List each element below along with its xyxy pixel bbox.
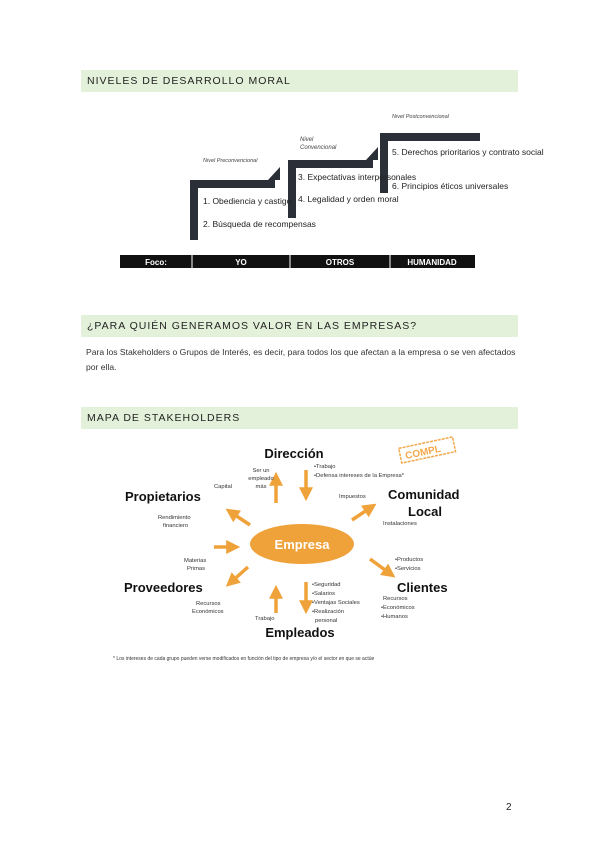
section-header-para-quien: ¿PARA QUIÉN GENERAMOS VALOR EN LAS EMPRE…	[81, 315, 518, 337]
level-label-conv-2: Convencional	[300, 145, 337, 151]
section-title: NIVELES DE DESARROLLO MORAL	[87, 75, 291, 87]
label-empleados-5: personal	[315, 618, 337, 624]
step-item-1: 1. Obediencia y castigo	[203, 196, 292, 206]
step-item-4: 4. Legalidad y orden moral	[298, 194, 399, 204]
label-materias-1: Materias	[184, 558, 206, 564]
label-ser-empleado-2: empleado	[248, 476, 273, 482]
arrow-propietarios	[225, 508, 251, 527]
stair-step-3	[380, 133, 480, 193]
arrows	[214, 470, 396, 615]
label-productos-2: •Servicios	[395, 566, 421, 572]
label-empleados-3: •Ventajas Sociales	[312, 600, 360, 606]
label-productos-1: •Productos	[395, 557, 423, 563]
label-rendimiento-2: financiero	[163, 523, 188, 529]
compliance-stamp-icon: COMPL	[397, 436, 457, 464]
label-ser-empleado-1: Ser un	[252, 468, 269, 474]
empresa-label: Empresa	[275, 537, 331, 552]
stair-step-2	[288, 147, 378, 218]
empresa-node	[250, 524, 354, 564]
label-ser-empleado-3: más	[256, 484, 267, 490]
node-proveedores: Proveedores	[124, 580, 203, 595]
label-impuestos: Impuestos	[339, 494, 366, 500]
focus-yo: YO	[235, 258, 247, 267]
stakeholders-paragraph: Para los Stakeholders o Grupos de Interé…	[86, 347, 516, 372]
label-trabajo-bottom: Trabajo	[255, 616, 274, 622]
label-recursos-cli-3: •Humanos	[381, 614, 408, 620]
label-recursos-eco-2: Económicos	[192, 609, 224, 615]
map-footnote: * Los intereses de cada grupo pueden ver…	[113, 656, 374, 662]
section-header-mapa: MAPA DE STAKEHOLDERS	[81, 407, 518, 429]
node-empleados: Empleados	[265, 625, 334, 640]
label-empleados-4: •Realización	[312, 609, 344, 615]
label-empleados-2: •Salarios	[312, 591, 335, 597]
focus-otros: OTROS	[326, 258, 355, 267]
node-propietarios: Propietarios	[125, 489, 201, 504]
label-materias-2: Primas	[187, 566, 205, 572]
node-comunidad-2: Local	[408, 504, 442, 519]
level-label-post: Nivel Postconvencional	[392, 114, 450, 120]
node-comunidad-1: Comunidad	[388, 487, 460, 502]
section-title: MAPA DE STAKEHOLDERS	[87, 412, 241, 424]
stakeholder-map: COMPL Empresa Dirección Propietarios Com…	[113, 436, 460, 662]
focus-label: Foco:	[145, 258, 167, 267]
label-instalaciones: Instalaciones	[383, 521, 417, 527]
step-item-3: 3. Expectativas interpersonales	[298, 172, 416, 182]
focus-humanidad: HUMANIDAD	[407, 258, 457, 267]
svg-text:COMPL: COMPL	[404, 444, 442, 462]
label-capital: Capital	[214, 484, 232, 490]
step-item-6: 6. Principios éticos universales	[392, 181, 508, 191]
stair-step-1	[190, 167, 280, 240]
arrow-proveedores-out	[225, 565, 250, 587]
node-clientes: Clientes	[397, 580, 448, 595]
label-recursos-eco-1: Recursos	[196, 601, 221, 607]
level-label-pre: Nivel Preconvencional	[203, 158, 258, 164]
step-item-2: 2. Búsqueda de recompensas	[203, 219, 316, 229]
section-header-moral: NIVELES DE DESARROLLO MORAL	[81, 70, 518, 92]
arrow-comunidad	[351, 503, 377, 522]
label-empleados-1: •Seguridad	[312, 582, 340, 588]
arrow-clientes	[368, 557, 396, 578]
page-number: 2	[506, 802, 512, 813]
section-title: ¿PARA QUIÉN GENERAMOS VALOR EN LAS EMPRE…	[87, 320, 418, 332]
label-trabajo-top: •Trabajo	[314, 464, 335, 470]
focus-bar: Foco: YO OTROS HUMANIDAD	[120, 255, 475, 268]
moral-development-chart: Nivel Preconvencional Nivel Convencional…	[120, 114, 544, 268]
label-rendimiento-1: Rendimiento	[158, 515, 191, 521]
node-direccion: Dirección	[264, 446, 323, 461]
label-recursos-cli-1: Recursos	[383, 596, 408, 602]
label-recursos-cli-2: •Económicos	[381, 605, 415, 611]
step-item-5: 5. Derechos prioritarios y contrato soci…	[392, 147, 544, 157]
level-label-conv-1: Nivel	[300, 137, 314, 143]
label-defensa: •Defensa intereses de la Empresa*	[314, 473, 405, 479]
